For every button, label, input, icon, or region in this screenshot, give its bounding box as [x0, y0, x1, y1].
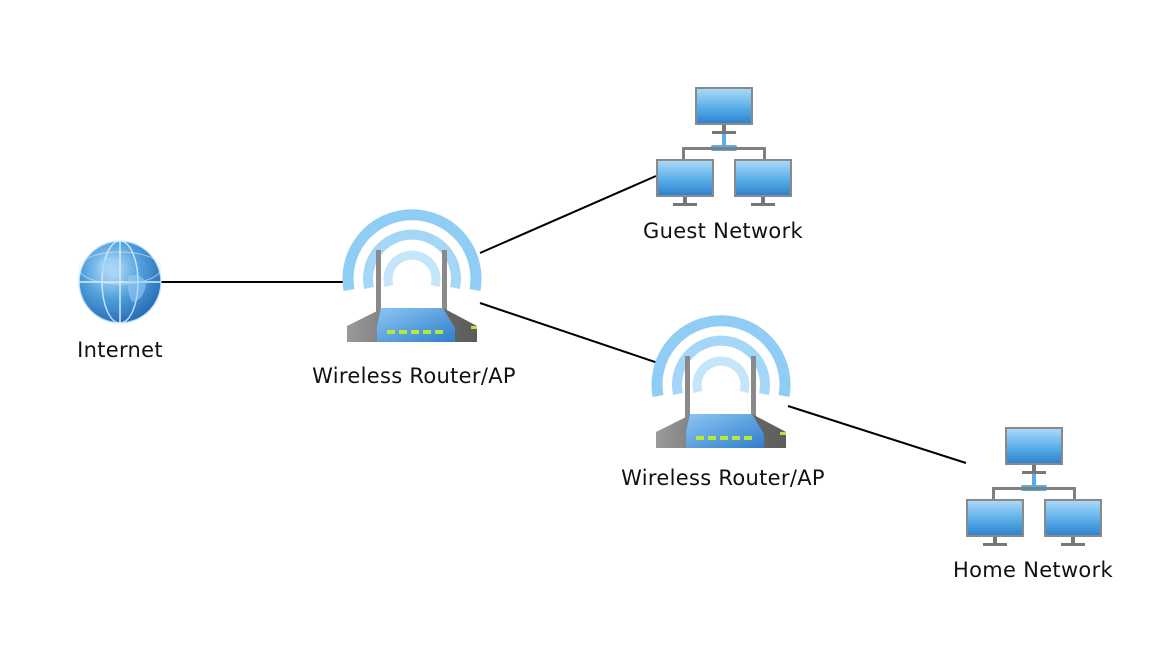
node-label-internet: Internet — [77, 338, 163, 362]
globe-icon[interactable] — [78, 240, 162, 324]
wireless-router-icon[interactable] — [656, 321, 786, 448]
edge-router1-router2 — [479, 302, 659, 364]
node-label-guest-network: Guest Network — [643, 219, 803, 243]
edge-router1-guest — [479, 175, 657, 254]
network-icon[interactable] — [656, 87, 792, 206]
wireless-router-icon[interactable] — [347, 215, 477, 342]
node-label-home-network: Home Network — [953, 558, 1113, 582]
node-label-router2: Wireless Router/AP — [621, 466, 825, 490]
edge-router2-home — [787, 405, 967, 464]
network-icon[interactable] — [966, 427, 1102, 546]
node-label-router1: Wireless Router/AP — [312, 364, 516, 388]
